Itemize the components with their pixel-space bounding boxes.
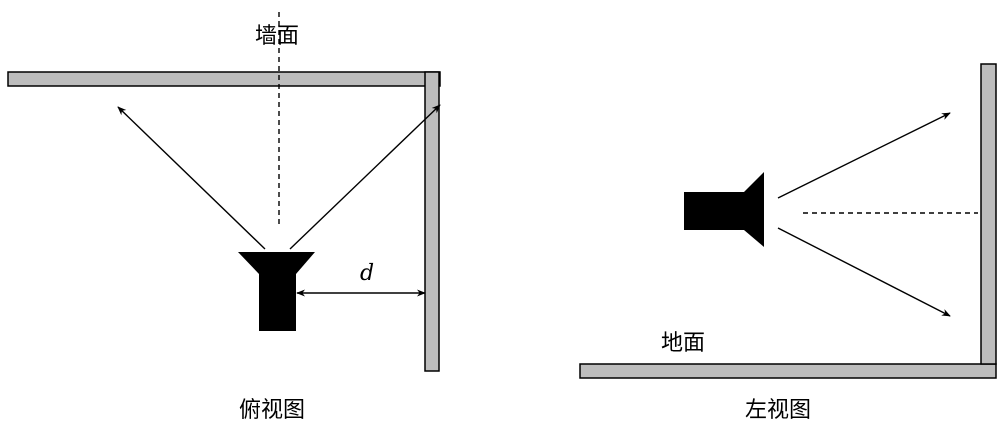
floor-panel — [579, 363, 997, 379]
distance-label: d — [360, 261, 374, 286]
side-wall-panel — [424, 71, 440, 372]
floor-label: 地面 — [661, 331, 705, 356]
side-view-caption: 左视图 — [745, 398, 811, 423]
top-view: 墙面 d 俯视图 — [7, 12, 441, 423]
top-view-caption: 俯视图 — [239, 398, 305, 423]
projection-ray-right — [289, 104, 441, 250]
projection-ray-left — [117, 106, 266, 250]
wall-label: 墙面 — [255, 24, 299, 49]
projector-side-icon — [684, 172, 764, 247]
projector-top-icon — [238, 252, 315, 331]
screen-wall-panel — [980, 63, 997, 365]
top-wall-panel — [7, 71, 441, 87]
side-ray-upper — [777, 112, 951, 199]
side-view: 地面 左视图 — [579, 63, 997, 423]
side-ray-lower — [777, 227, 951, 317]
